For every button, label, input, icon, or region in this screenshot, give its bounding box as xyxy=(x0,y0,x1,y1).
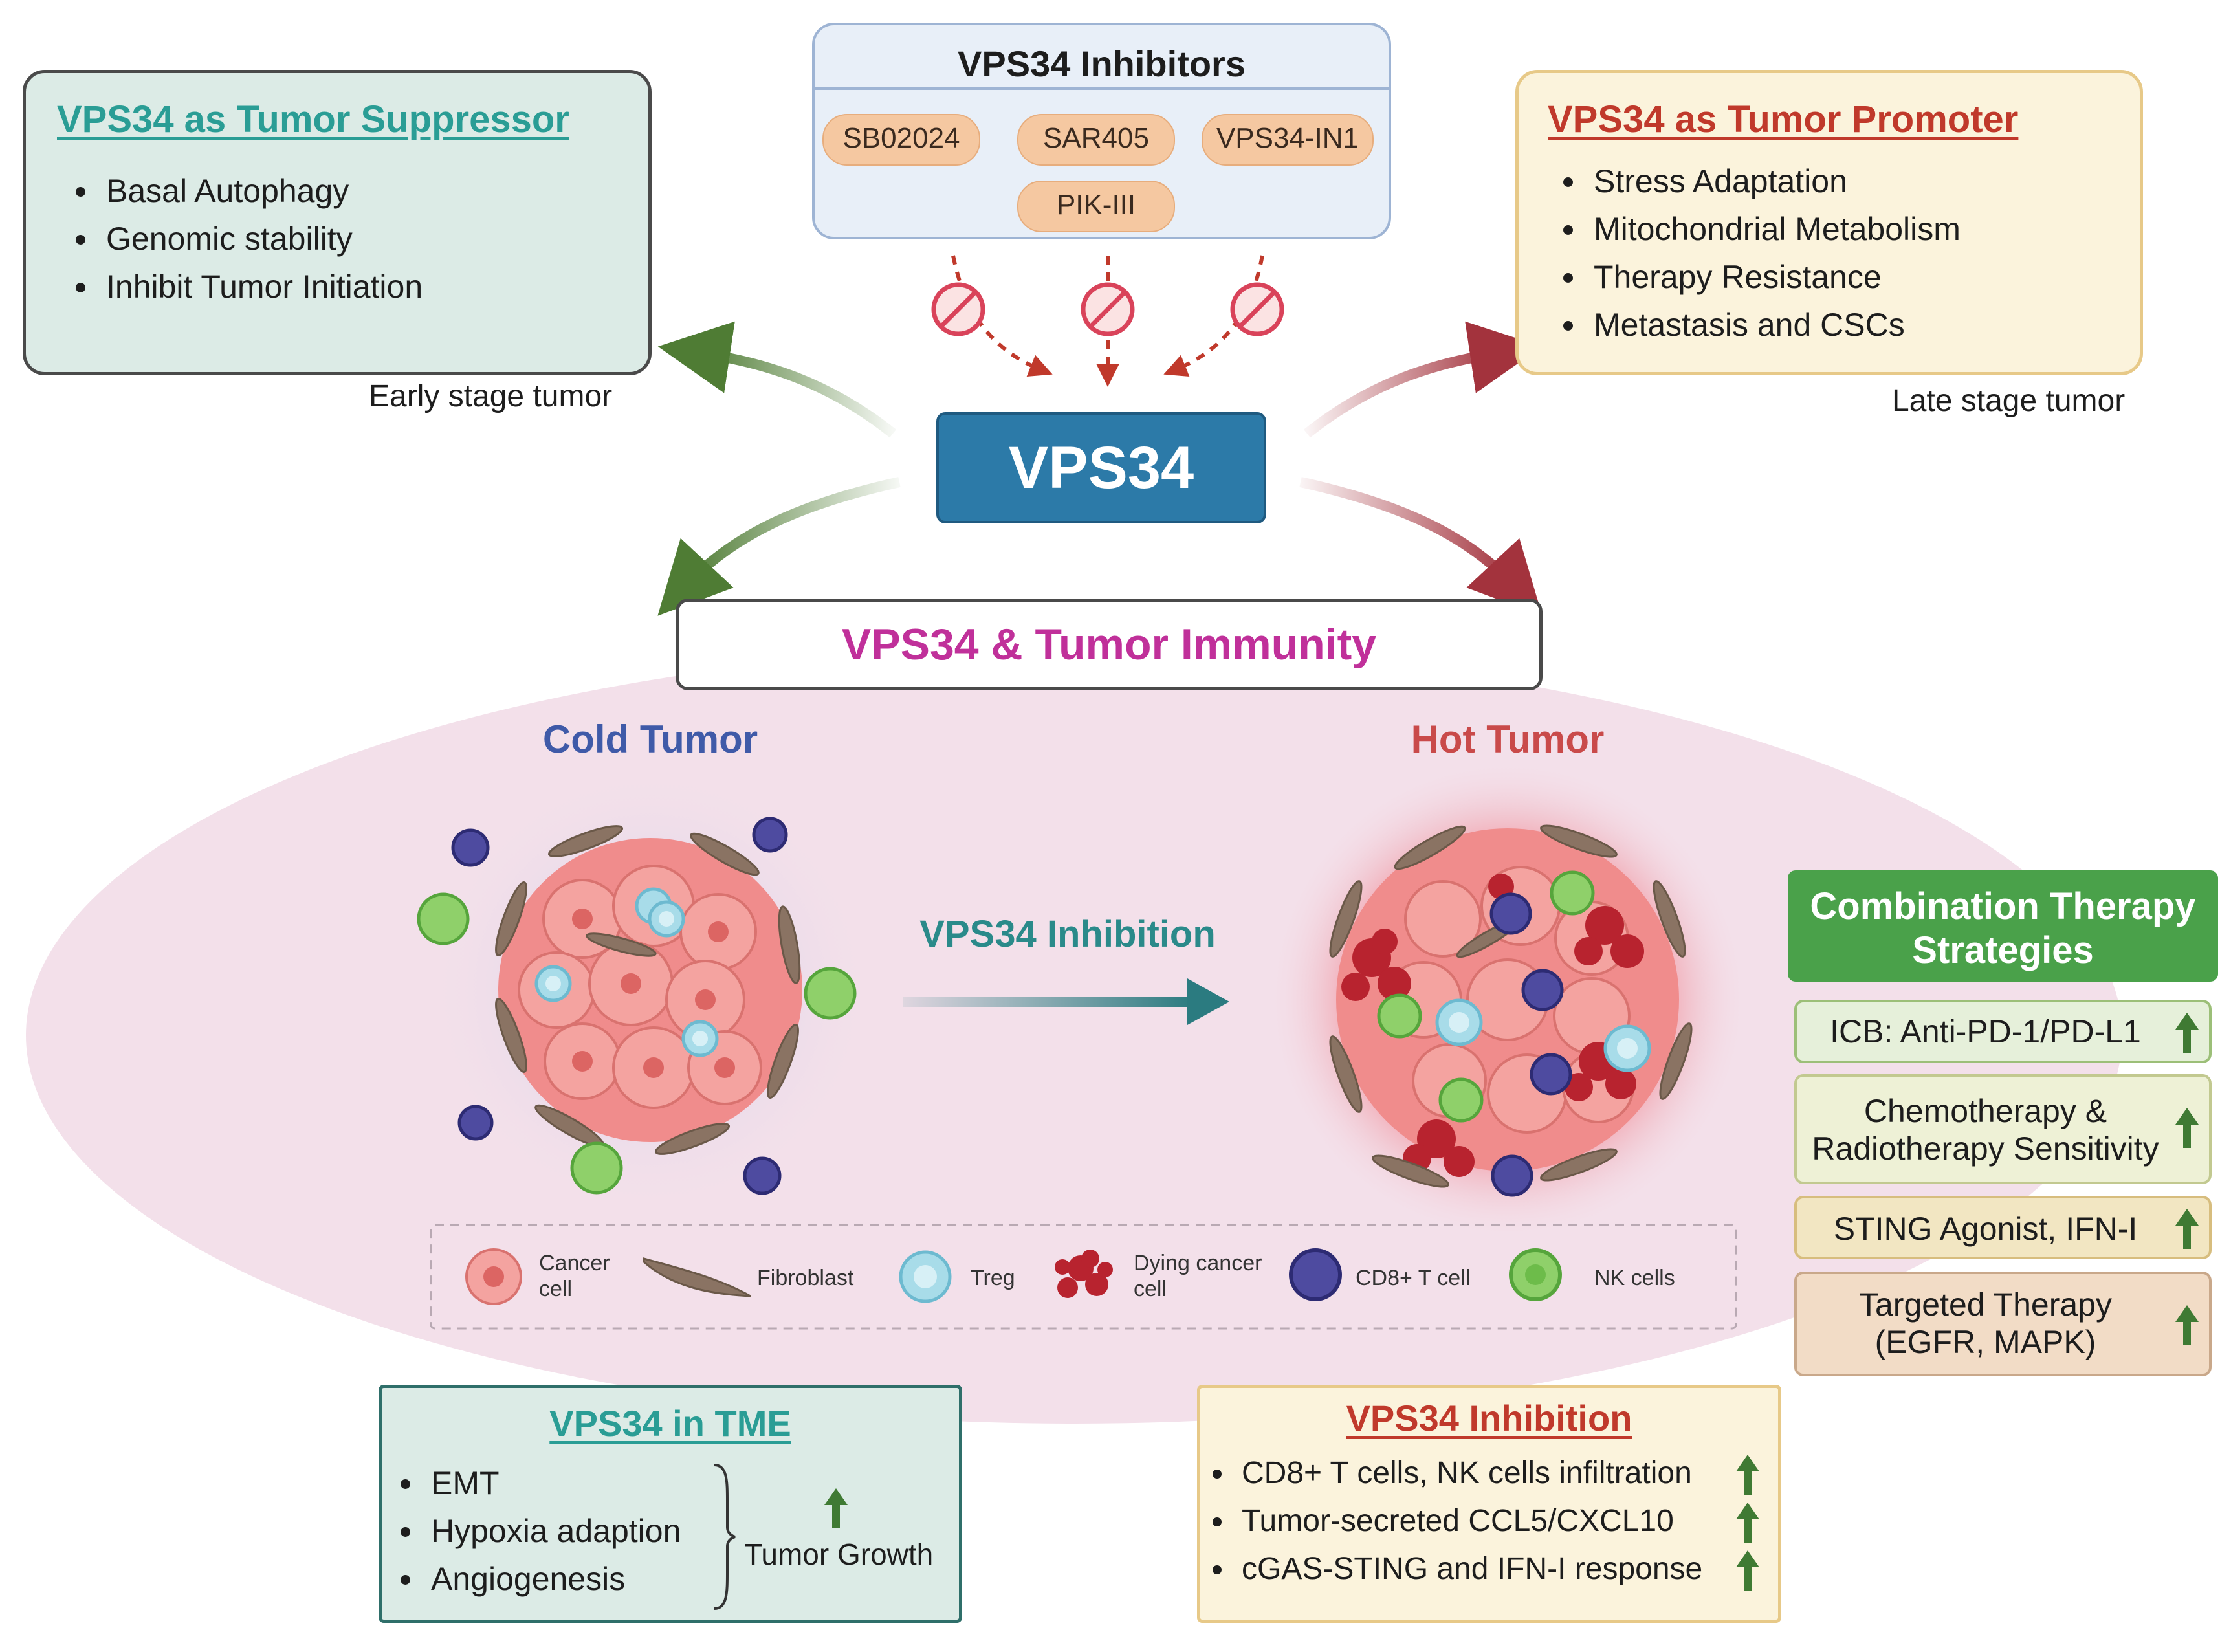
drug-pill-vps34-in1: VPS34-IN1 xyxy=(1202,114,1374,166)
vps34-node: VPS34 xyxy=(936,412,1266,523)
promoter-item: Metastasis and CSCs xyxy=(1587,301,1961,349)
inhibition-symbol-icon xyxy=(1081,282,1135,336)
tme-box: VPS34 in TME EMT Hypoxia adaption Angiog… xyxy=(379,1385,962,1623)
promoter-item: Stress Adaptation xyxy=(1587,157,1961,205)
cd8-t-cell-icon xyxy=(1289,1248,1342,1301)
inhibition-title: VPS34 Inhibition xyxy=(1346,1398,1632,1438)
dying-cancer-cell-icon xyxy=(1055,1250,1113,1298)
tme-title: VPS34 in TME xyxy=(549,1403,791,1444)
up-arrow-icon xyxy=(2175,1108,2199,1148)
tme-item: Hypoxia adaption xyxy=(424,1507,681,1555)
suppressor-title: VPS34 as Tumor Suppressor xyxy=(57,98,569,140)
combination-item-icb: ICB: Anti-PD-1/PD-L1 xyxy=(1794,1000,2212,1063)
late-stage-caption: Late stage tumor xyxy=(1892,384,2126,418)
cold-tumor-label: Cold Tumor xyxy=(542,718,758,761)
drug-pill-sb02024: SB02024 xyxy=(822,114,980,166)
inhibition-symbol-icon xyxy=(1230,282,1284,336)
combination-item-chemo: Chemotherapy & Radiotherapy Sensitivity xyxy=(1794,1074,2212,1184)
fibroblast-icon xyxy=(643,1257,751,1297)
hot-tumor-label: Hot Tumor xyxy=(1411,718,1605,761)
treg-icon xyxy=(899,1250,952,1303)
suppressor-box: VPS34 as Tumor Suppressor Basal Autophag… xyxy=(23,70,652,375)
inhibition-box: VPS34 Inhibition CD8+ T cells, NK cells … xyxy=(1197,1385,1781,1623)
legend-label-treg: Treg xyxy=(971,1266,1015,1290)
up-arrow-icon xyxy=(824,1488,848,1528)
inhibition-item: Tumor-secreted CCL5/CXCL10 xyxy=(1235,1497,1702,1545)
tme-item: EMT xyxy=(424,1459,681,1507)
vps34-inhibition-label: VPS34 Inhibition xyxy=(919,913,1216,955)
immunity-title: VPS34 & Tumor Immunity xyxy=(676,599,1543,690)
drug-pill-pik-iii: PIK-III xyxy=(1017,181,1175,232)
combination-item-sting: STING Agonist, IFN-I xyxy=(1794,1196,2212,1259)
tme-item: Angiogenesis xyxy=(424,1555,681,1603)
early-stage-caption: Early stage tumor xyxy=(369,379,613,413)
up-arrow-icon xyxy=(2175,1209,2199,1249)
legend-label-fibroblast: Fibroblast xyxy=(757,1266,854,1290)
vps34-inhibition-arrow xyxy=(903,978,1229,1025)
legend-label-dying-cancer-cell: Dying cancer cell xyxy=(1134,1251,1262,1301)
legend-label-nk-cells: NK cells xyxy=(1594,1266,1675,1290)
bracket-icon xyxy=(714,1464,736,1610)
suppressor-item: Basal Autophagy xyxy=(100,167,423,215)
suppressor-item: Genomic stability xyxy=(100,215,423,263)
drug-pill-sar405: SAR405 xyxy=(1017,114,1175,166)
tme-list: EMT Hypoxia adaption Angiogenesis xyxy=(382,1459,681,1603)
inhibition-item: cGAS-STING and IFN-I response xyxy=(1235,1545,1702,1593)
up-arrow-icon xyxy=(1736,1455,1759,1495)
suppressor-list: Basal Autophagy Genomic stability Inhibi… xyxy=(57,167,423,311)
promoter-list: Stress Adaptation Mitochondrial Metaboli… xyxy=(1544,157,1961,349)
up-arrow-icon xyxy=(2175,1305,2199,1345)
inhibition-item: CD8+ T cells, NK cells infiltration xyxy=(1235,1449,1702,1497)
promoter-title: VPS34 as Tumor Promoter xyxy=(1548,98,2019,140)
legend-label-cancer-cell: Cancer cell xyxy=(539,1251,610,1301)
tme-outcome: Tumor Growth xyxy=(744,1537,934,1571)
inhibitors-title: VPS34 Inhibitors xyxy=(815,38,1389,90)
up-arrow-icon xyxy=(1736,1503,1759,1543)
promoter-item: Mitochondrial Metabolism xyxy=(1587,205,1961,253)
nk-cell-icon xyxy=(1509,1248,1562,1301)
legend-label-cd8-t-cell: CD8+ T cell xyxy=(1356,1266,1471,1290)
inhibitors-box: VPS34 Inhibitors SB02024 SAR405 VPS34-IN… xyxy=(812,23,1391,239)
legend-box xyxy=(430,1224,1737,1330)
cold-tumor-illustration xyxy=(417,767,874,1213)
up-arrow-icon xyxy=(1736,1550,1759,1591)
inhibition-list: CD8+ T cells, NK cells infiltration Tumo… xyxy=(1192,1449,1702,1593)
promoter-box: VPS34 as Tumor Promoter Stress Adaptatio… xyxy=(1515,70,2143,375)
inhibition-symbol-icon xyxy=(931,282,985,336)
up-arrow-icon xyxy=(2175,1013,2199,1053)
suppressor-item: Inhibit Tumor Initiation xyxy=(100,263,423,311)
promoter-item: Therapy Resistance xyxy=(1587,253,1961,301)
hot-tumor-illustration xyxy=(1268,760,1747,1239)
cancer-cell-icon xyxy=(465,1248,522,1305)
combination-title: Combination Therapy Strategies xyxy=(1788,870,2218,982)
combination-item-targeted: Targeted Therapy (EGFR, MAPK) xyxy=(1794,1272,2212,1376)
